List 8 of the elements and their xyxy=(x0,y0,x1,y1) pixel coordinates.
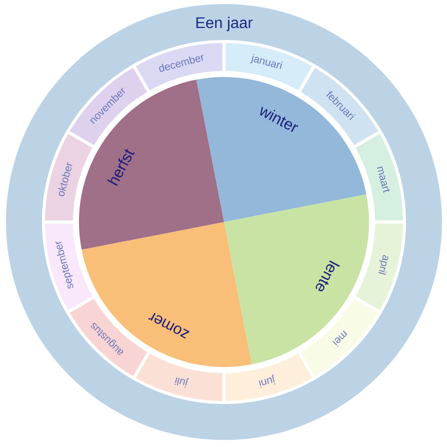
month-segment: april xyxy=(356,224,403,310)
month-segment: december xyxy=(136,43,222,90)
month-segment: maart xyxy=(356,134,403,220)
month-segment: oktober xyxy=(45,134,92,220)
month-segment: juni xyxy=(226,354,312,401)
month-segment: juli xyxy=(136,354,222,401)
month-segment: januari xyxy=(226,43,312,90)
month-segment: mei xyxy=(300,298,378,376)
